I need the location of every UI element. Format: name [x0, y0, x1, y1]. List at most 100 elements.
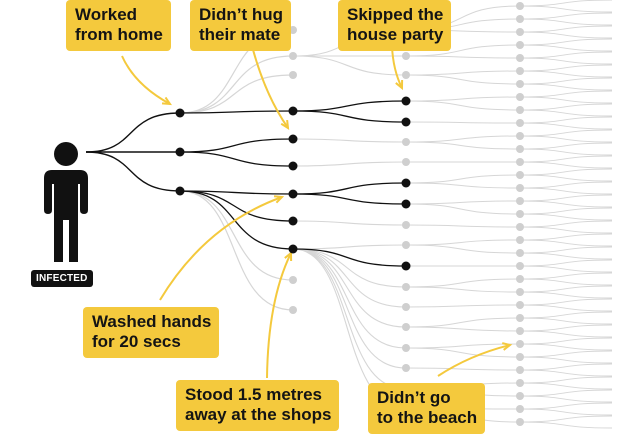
edge-l5: [519, 0, 613, 7]
edge-l5: [519, 304, 613, 312]
node-l4: [516, 249, 524, 257]
node-l4: [516, 210, 524, 218]
edge-l3: [292, 248, 407, 328]
node-l4: [516, 119, 524, 127]
edge-l5: [519, 272, 613, 280]
edge-l5: [519, 415, 613, 423]
edge-l5: [519, 194, 613, 202]
arrow-worked-from-home: [121, 55, 171, 105]
node-l4: [516, 288, 524, 296]
arrow-didnt-hug-mate: [251, 45, 289, 129]
node-l3: [401, 178, 411, 188]
edge-l5: [519, 83, 613, 91]
edge-l5: [519, 116, 613, 124]
node-l3: [402, 283, 410, 291]
edge-l3: [292, 138, 407, 143]
node-l4: [516, 132, 524, 140]
edge-l5: [519, 77, 613, 85]
node-l4: [516, 54, 524, 62]
edge-l5: [519, 226, 613, 234]
edge-l5: [519, 18, 613, 26]
arrowhead: [273, 195, 285, 204]
edge-l5: [519, 285, 613, 293]
node-l4: [516, 236, 524, 244]
node-l3: [401, 199, 411, 209]
node-l4: [516, 366, 524, 374]
edge-l2: [179, 110, 294, 114]
edge-l3: [292, 248, 407, 267]
node-l4: [516, 158, 524, 166]
edge-l5: [519, 155, 613, 163]
edge-l5: [519, 161, 613, 169]
edge-l3: [292, 220, 407, 226]
edge-l4: [405, 174, 521, 184]
edge-l4: [405, 141, 521, 150]
node-l2: [288, 216, 298, 226]
arrowhead: [161, 96, 172, 106]
edge-l5: [519, 5, 613, 13]
edge-l3: [292, 193, 407, 205]
edge-l4: [405, 326, 521, 332]
edge-l2: [179, 55, 294, 114]
node-l4: [516, 223, 524, 231]
edge-l5: [519, 402, 613, 410]
node-l1: [175, 147, 185, 157]
edge-l3: [292, 248, 407, 369]
edge-l5: [519, 330, 613, 338]
edge-l2: [179, 190, 294, 222]
node-l4: [516, 379, 524, 387]
edge-l4: [405, 244, 521, 254]
edge-l5: [519, 25, 613, 33]
person-silhouette-icon: [44, 142, 88, 262]
edge-l4: [405, 182, 521, 189]
edge-l4: [405, 100, 521, 111]
node-l4: [516, 353, 524, 361]
arrowhead: [280, 119, 290, 130]
node-l2: [289, 306, 297, 314]
node-l3: [402, 323, 410, 331]
edge-l5: [519, 103, 613, 111]
node-l2: [289, 276, 297, 284]
node-l3: [402, 52, 410, 60]
edge-l4: [405, 286, 521, 293]
edge-l3: [292, 248, 407, 349]
edge-l5: [519, 389, 613, 397]
edge-l5: [519, 122, 613, 130]
edge-l4: [405, 239, 521, 246]
node-l2: [288, 244, 298, 254]
callout-worked-from-home: Worked from home: [66, 0, 171, 51]
edge-l5: [519, 233, 613, 241]
arrow-stood-apart: [266, 252, 292, 379]
edge-l2: [179, 151, 294, 167]
edge-l2-gray: [179, 74, 294, 114]
edge-l2-gray: [179, 190, 294, 281]
edge-l5: [519, 317, 613, 325]
edge-l5: [519, 187, 613, 195]
node-l2: [289, 52, 297, 60]
node-l4: [516, 197, 524, 205]
node-l3: [402, 138, 410, 146]
edge-l5: [519, 278, 613, 286]
edge-l4: [405, 224, 521, 228]
edge-l3: [292, 55, 407, 76]
edge-l5: [519, 363, 613, 371]
node-l4: [516, 28, 524, 36]
edge-l4: [405, 347, 521, 358]
arrow-didnt-go-beach: [437, 344, 511, 377]
callout-didnt-hug-mate: Didn’t hug their mate: [190, 0, 292, 51]
node-l3: [401, 117, 411, 127]
node-l2: [288, 106, 298, 116]
node-l4: [516, 314, 524, 322]
infected-badge: INFECTED: [31, 270, 93, 287]
edge-l5: [519, 408, 613, 416]
node-l3: [401, 96, 411, 106]
edge-l5: [519, 31, 613, 39]
edge-l1: [85, 151, 181, 192]
edge-l5: [519, 337, 613, 345]
node-l4: [516, 418, 524, 426]
edge-l5: [519, 298, 613, 306]
edge-l4: [405, 278, 521, 288]
edge-l4: [405, 96, 521, 102]
node-l4: [516, 171, 524, 179]
node-l2: [289, 71, 297, 79]
